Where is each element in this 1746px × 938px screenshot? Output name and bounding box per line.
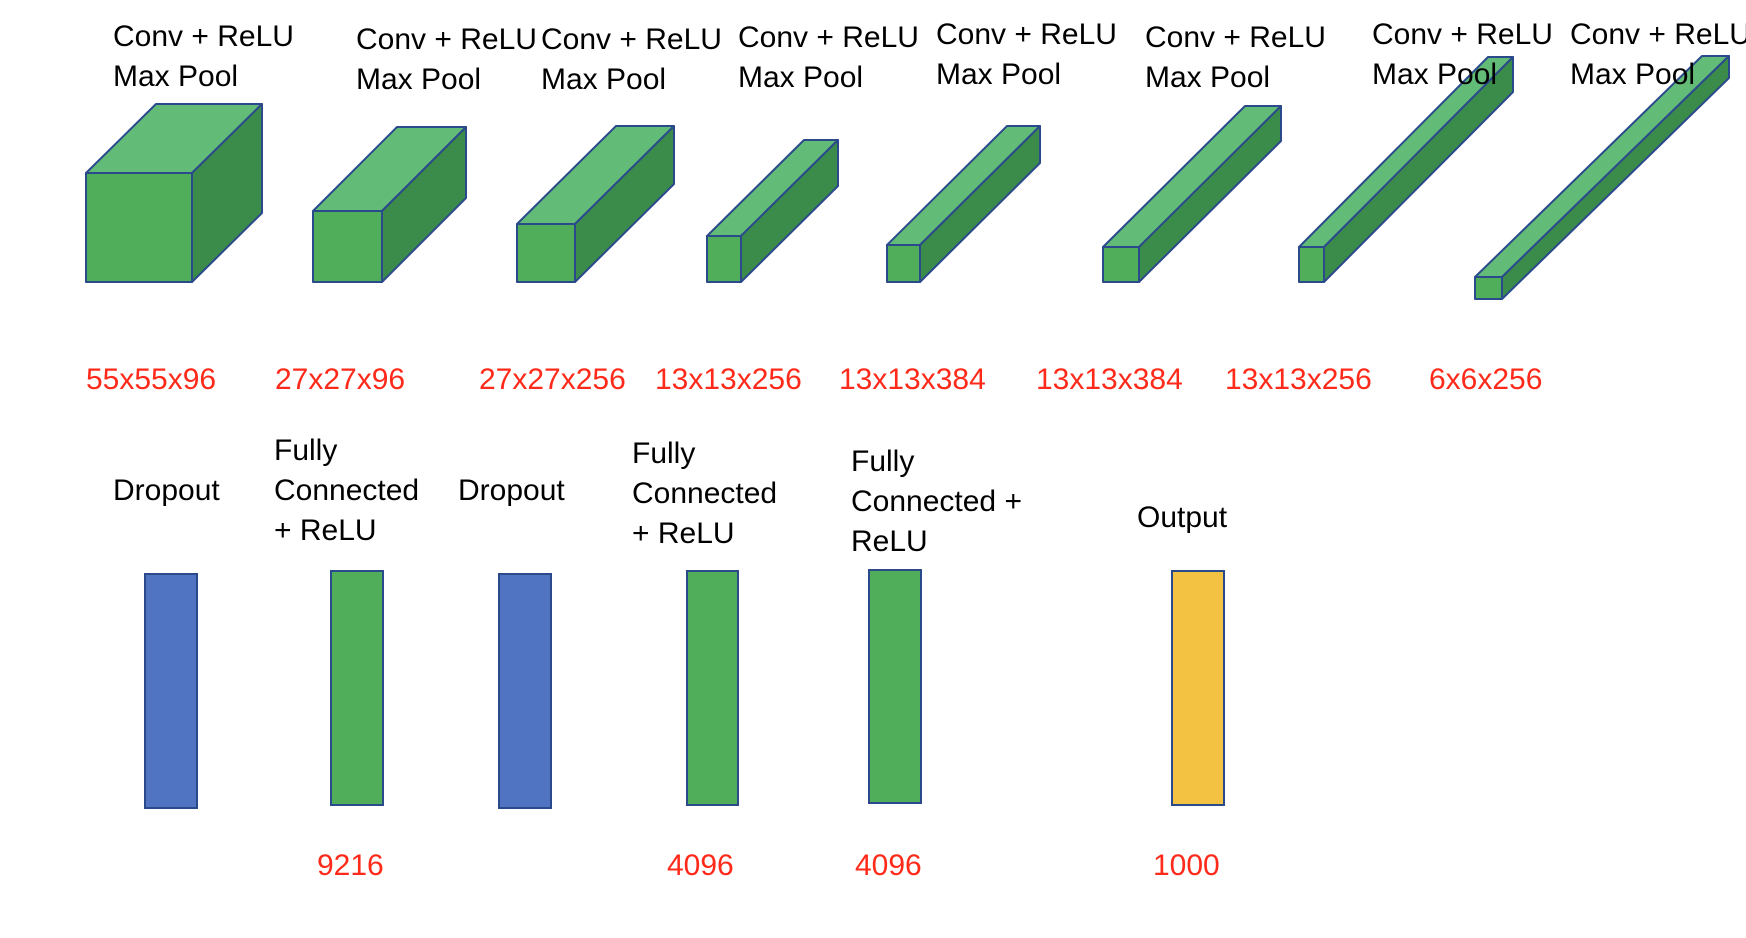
conv-label-4-line1: Conv + ReLU	[738, 21, 919, 54]
conv-label-3-line1: Conv + ReLU	[541, 23, 722, 56]
conv-box-3	[516, 125, 675, 283]
conv-dims-7: 13x13x256	[1225, 363, 1372, 396]
conv-box-7	[1298, 56, 1514, 283]
conv-box-2	[312, 126, 467, 283]
conv-label-6-line2: Max Pool	[1145, 61, 1271, 94]
conv-box-6	[1102, 105, 1282, 283]
fully-connected-bar-2	[686, 570, 739, 806]
conv-dims-1: 55x55x96	[86, 363, 217, 396]
conv-label-2-line2: Max Pool	[356, 63, 482, 96]
fully-connected-bar-3	[868, 569, 922, 804]
conv-label-5-line2: Max Pool	[936, 58, 1062, 91]
conv-label-5: Conv + ReLU Max Pool	[936, 15, 1117, 95]
dense-label-5-line1: Fully	[851, 445, 915, 478]
conv-box-5-front	[886, 244, 921, 283]
dense-label-1-line1: Dropout	[113, 474, 220, 507]
dense-label-2-line1: Fully	[274, 434, 338, 467]
conv-label-3-line2: Max Pool	[541, 63, 667, 96]
conv-box-6-front	[1102, 246, 1140, 283]
conv-box-8-front	[1474, 276, 1503, 300]
conv-label-2-line1: Conv + ReLU	[356, 23, 537, 56]
conv-box-5	[886, 125, 1041, 283]
dense-label-fc-1: Fully Connected + ReLU	[274, 431, 419, 551]
dense-label-3-line1: Dropout	[458, 474, 565, 507]
conv-dims-2: 27x27x96	[275, 363, 406, 396]
dense-label-4-line1: Fully	[632, 437, 696, 470]
dense-size-fc-3: 4096	[855, 849, 922, 882]
conv-box-7-front	[1298, 246, 1325, 283]
dense-label-dropout-1: Dropout	[113, 471, 220, 511]
conv-label-1: Conv + ReLU Max Pool	[113, 17, 294, 97]
conv-dims-4: 13x13x256	[655, 363, 802, 396]
conv-label-8: Conv + ReLU Max Pool	[1570, 15, 1746, 95]
conv-label-2: Conv + ReLU Max Pool	[356, 20, 537, 100]
dense-size-output: 1000	[1153, 849, 1220, 882]
dense-label-fc-3: Fully Connected + ReLU	[851, 442, 1022, 562]
fully-connected-bar-1	[330, 570, 384, 806]
conv-dims-3: 27x27x256	[479, 363, 626, 396]
dense-size-fc-1: 9216	[317, 849, 384, 882]
dense-label-5-line2: Connected +	[851, 485, 1022, 518]
conv-label-8-line1: Conv + ReLU	[1570, 18, 1746, 51]
dense-label-5-line3: ReLU	[851, 525, 928, 558]
dense-label-dropout-2: Dropout	[458, 471, 565, 511]
dense-label-2-line2: Connected	[274, 474, 420, 507]
conv-label-6-line1: Conv + ReLU	[1145, 21, 1326, 54]
conv-label-1-line1: Conv + ReLU	[113, 20, 294, 53]
dense-label-4-line3: + ReLU	[632, 517, 735, 550]
conv-label-1-line2: Max Pool	[113, 60, 239, 93]
conv-label-4-line2: Max Pool	[738, 61, 864, 94]
dropout-bar-2	[498, 573, 552, 809]
conv-box-2-front	[312, 210, 383, 283]
conv-box-4-front	[706, 235, 742, 283]
dense-label-output: Output	[1137, 498, 1227, 538]
conv-box-8	[1474, 55, 1730, 300]
conv-label-8-line2: Max Pool	[1570, 58, 1696, 91]
conv-label-6: Conv + ReLU Max Pool	[1145, 18, 1326, 98]
dense-label-fc-2: Fully Connected + ReLU	[632, 434, 777, 554]
conv-label-7-line1: Conv + ReLU	[1372, 18, 1553, 51]
dropout-bar-1	[144, 573, 198, 809]
conv-label-7: Conv + ReLU Max Pool	[1372, 15, 1553, 95]
conv-box-1	[85, 103, 263, 283]
conv-box-3-front	[516, 223, 576, 283]
conv-label-3: Conv + ReLU Max Pool	[541, 20, 722, 100]
dense-size-fc-2: 4096	[667, 849, 734, 882]
conv-box-4	[706, 139, 839, 283]
conv-box-1-front	[85, 172, 193, 283]
dense-label-2-line3: + ReLU	[274, 514, 377, 547]
conv-dims-8: 6x6x256	[1429, 363, 1543, 396]
conv-label-7-line2: Max Pool	[1372, 58, 1498, 91]
conv-label-5-line1: Conv + ReLU	[936, 18, 1117, 51]
output-bar	[1171, 570, 1225, 806]
dense-label-6-line1: Output	[1137, 501, 1228, 534]
conv-label-4: Conv + ReLU Max Pool	[738, 18, 919, 98]
dense-label-4-line2: Connected	[632, 477, 778, 510]
conv-dims-6: 13x13x384	[1036, 363, 1183, 396]
conv-dims-5: 13x13x384	[839, 363, 986, 396]
